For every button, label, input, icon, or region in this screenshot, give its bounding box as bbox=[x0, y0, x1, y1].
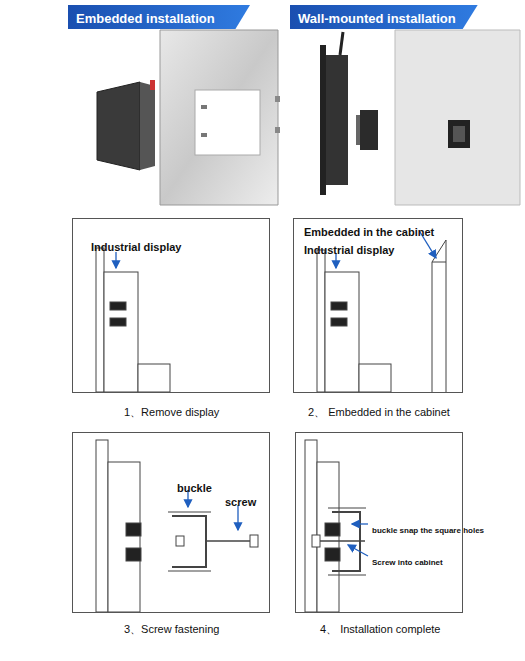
part-label: buckle snap the square holes bbox=[372, 526, 484, 535]
screw-fastening bbox=[96, 440, 258, 612]
text-slot: 2、 Embedded in the cabinet bbox=[308, 402, 450, 420]
text-slot: 3、Screw fastening bbox=[124, 619, 219, 637]
text-slot: Screw into cabinet bbox=[372, 551, 443, 569]
step-caption: 2、 Embedded in the cabinet bbox=[308, 406, 450, 418]
part-label: Industrial display bbox=[304, 244, 394, 256]
text-slot: Wall-mounted installation bbox=[298, 9, 456, 27]
step-panel: Industrial display1、Remove display bbox=[72, 218, 270, 393]
header-banner: Embedded installation bbox=[68, 5, 250, 29]
banner-text: Embedded installation bbox=[76, 11, 215, 26]
text-slot: Embedded in the cabinet bbox=[304, 222, 434, 240]
embedded-photo bbox=[97, 30, 280, 205]
text-slot: Industrial display bbox=[91, 237, 181, 255]
part-label: Industrial display bbox=[91, 241, 181, 253]
step-caption: 4、 Installation complete bbox=[320, 623, 440, 635]
text-slot: buckle bbox=[177, 478, 212, 496]
part-label: Screw into cabinet bbox=[372, 558, 443, 567]
banner-text: Wall-mounted installation bbox=[298, 11, 456, 26]
text-slot: buckle snap the square holes bbox=[372, 519, 484, 537]
step-panel: buckle snap the square holesScrew into c… bbox=[295, 432, 463, 613]
step-panel: bucklescrew3、Screw fastening bbox=[72, 432, 270, 613]
step-panel: Embedded in the cabinetIndustrial displa… bbox=[293, 218, 463, 393]
text-slot: Industrial display bbox=[304, 240, 394, 258]
text-slot: screw bbox=[225, 492, 256, 510]
text-slot: Embedded installation bbox=[76, 9, 215, 27]
text-slot: 4、 Installation complete bbox=[320, 619, 440, 637]
installation-complete bbox=[305, 440, 368, 612]
part-label: buckle bbox=[177, 482, 212, 494]
display-side-view bbox=[96, 248, 170, 392]
display-in-cabinet bbox=[317, 232, 446, 392]
part-label: Embedded in the cabinet bbox=[304, 226, 434, 238]
wall-mount-photo bbox=[320, 30, 520, 205]
header-banner: Wall-mounted installation bbox=[290, 5, 478, 29]
step-caption: 3、Screw fastening bbox=[124, 623, 219, 635]
text-slot: 1、Remove display bbox=[124, 402, 219, 420]
step-caption: 1、Remove display bbox=[124, 406, 219, 418]
part-label: screw bbox=[225, 496, 256, 508]
